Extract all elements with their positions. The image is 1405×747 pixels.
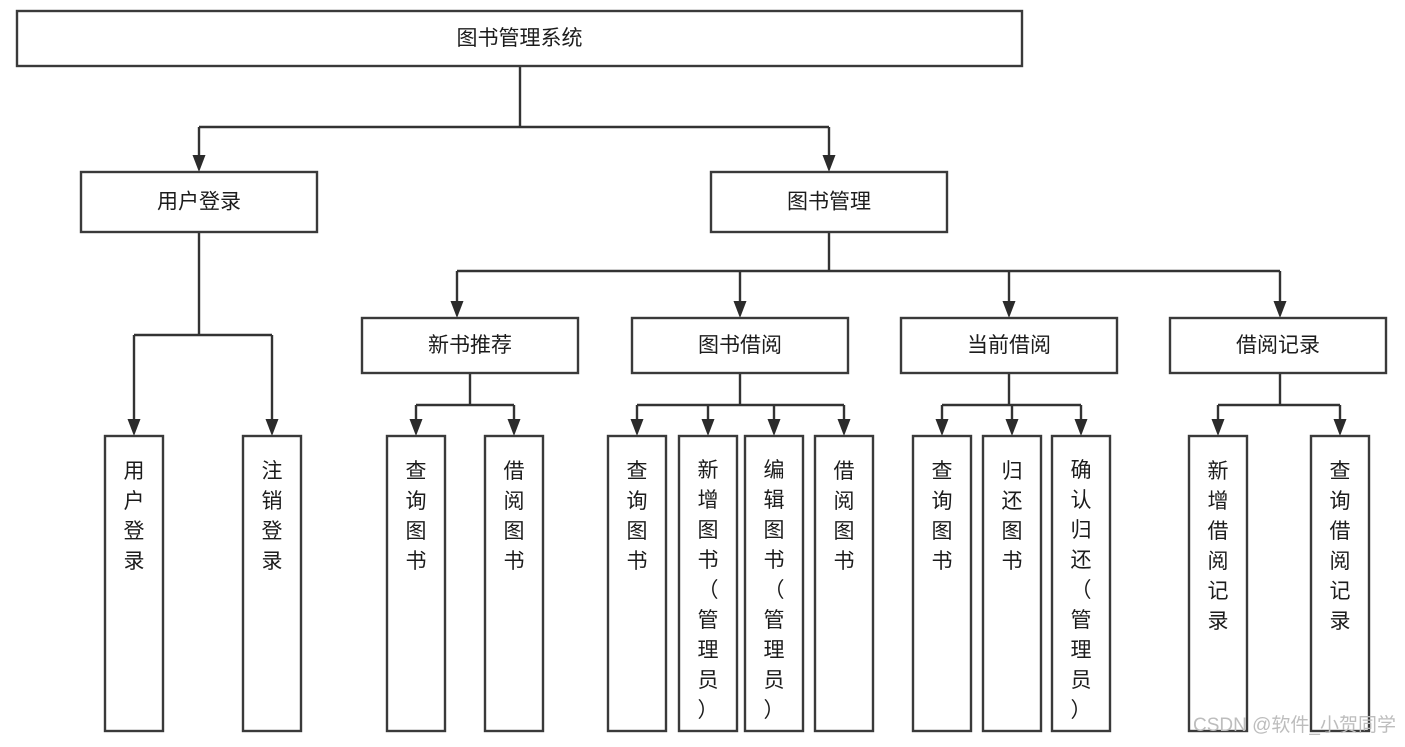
arrowhead-current-to-query [935, 419, 949, 436]
node-box[interactable] [1187, 434, 1249, 733]
node-box[interactable] [385, 434, 447, 733]
arrowhead-borrow-to-add [701, 419, 715, 436]
node-label: 新增图书（管理员） [698, 459, 719, 722]
arrowhead-root-to-user-login [192, 155, 206, 172]
node-label: 编辑图书（管理员） [764, 459, 785, 722]
leaf-node-新增借阅记录[interactable]: 新增借阅记录 [1187, 434, 1249, 733]
node-box[interactable] [241, 434, 303, 733]
leaf-node-编辑图书管理员[interactable]: 编辑图书（管理员） [743, 434, 805, 733]
arrowhead-book-manage-to-new-book [450, 301, 464, 318]
level3-node-借阅记录[interactable]: 借阅记录 [1168, 316, 1388, 375]
node-label: 查询图书 [406, 460, 427, 573]
node-box[interactable] [677, 434, 739, 733]
level2-node-图书管理[interactable]: 图书管理 [709, 170, 949, 234]
node-box[interactable] [899, 316, 1119, 375]
arrowhead-borrow-to-lend [837, 419, 851, 436]
node-label: 查询图书 [932, 460, 953, 573]
node-box[interactable] [743, 434, 805, 733]
level2-node-用户登录[interactable]: 用户登录 [79, 170, 319, 234]
node-box[interactable] [360, 316, 580, 375]
node-label: 图书管理 [787, 191, 871, 214]
level3-node-当前借阅[interactable]: 当前借阅 [899, 316, 1119, 375]
arrowhead-current-to-return [1005, 419, 1019, 436]
leaf-node-借阅图书[interactable]: 借阅图书 [813, 434, 875, 733]
node-box[interactable] [1050, 434, 1112, 733]
node-label: 查询图书 [627, 460, 648, 573]
node-label: 归还图书 [1002, 460, 1023, 573]
edge-layer [127, 66, 1347, 436]
node-label: 借阅记录 [1236, 334, 1320, 357]
leaf-node-新增图书管理员[interactable]: 新增图书（管理员） [677, 434, 739, 733]
node-label: 注销登录 [262, 460, 283, 573]
node-label: 用户登录 [124, 460, 145, 573]
arrowhead-new-book-to-borrow [507, 419, 521, 436]
leaf-node-确认归还管理员[interactable]: 确认归还（管理员） [1050, 434, 1112, 733]
arrowhead-user-login-to-logout [265, 419, 279, 436]
arrowhead-record-to-query [1333, 419, 1347, 436]
node-box[interactable] [103, 434, 165, 733]
leaf-node-归还图书[interactable]: 归还图书 [981, 434, 1043, 733]
arrowhead-borrow-to-query [630, 419, 644, 436]
node-box[interactable] [630, 316, 850, 375]
arrowhead-book-manage-to-borrow [733, 301, 747, 318]
arrowhead-borrow-to-edit [767, 419, 781, 436]
leaf-node-注销登录[interactable]: 注销登录 [241, 434, 303, 733]
node-box[interactable] [15, 9, 1024, 68]
node-label: 用户登录 [157, 191, 241, 214]
node-label: 图书管理系统 [457, 27, 583, 50]
node-label: 新书推荐 [428, 334, 512, 357]
node-box[interactable] [911, 434, 973, 733]
arrowhead-current-to-confirm [1074, 419, 1088, 436]
node-box[interactable] [709, 170, 949, 234]
arrowhead-book-manage-to-current [1002, 301, 1016, 318]
node-box[interactable] [483, 434, 545, 733]
leaf-node-借阅图书[interactable]: 借阅图书 [483, 434, 545, 733]
root-node-图书管理系统[interactable]: 图书管理系统 [15, 9, 1024, 68]
node-label: 当前借阅 [967, 334, 1051, 357]
node-label: 借阅图书 [504, 460, 525, 573]
node-box[interactable] [79, 170, 319, 234]
node-label: 确认归还（管理员） [1071, 459, 1092, 722]
leaf-node-查询图书[interactable]: 查询图书 [385, 434, 447, 733]
node-box[interactable] [1168, 316, 1388, 375]
node-label: 图书借阅 [698, 334, 782, 357]
arrowhead-record-to-add [1211, 419, 1225, 436]
node-layer: 图书管理系统用户登录图书管理新书推荐图书借阅当前借阅借阅记录用户登录注销登录查询… [15, 9, 1388, 733]
leaf-node-用户登录[interactable]: 用户登录 [103, 434, 165, 733]
arrowhead-book-manage-to-record [1273, 301, 1287, 318]
csdn-watermark: CSDN @软件_小贺同学 [1193, 714, 1396, 736]
node-box[interactable] [606, 434, 668, 733]
leaf-node-查询借阅记录[interactable]: 查询借阅记录 [1309, 434, 1371, 733]
node-label: 借阅图书 [834, 460, 855, 573]
node-box[interactable] [981, 434, 1043, 733]
node-box[interactable] [813, 434, 875, 733]
arrowhead-user-login-to-login [127, 419, 141, 436]
leaf-node-查询图书[interactable]: 查询图书 [606, 434, 668, 733]
node-label: 查询借阅记录 [1330, 460, 1351, 633]
arrowhead-root-to-book-manage [822, 155, 836, 172]
arrowhead-new-book-to-query [409, 419, 423, 436]
node-label: 新增借阅记录 [1208, 460, 1229, 633]
leaf-node-查询图书[interactable]: 查询图书 [911, 434, 973, 733]
level3-node-新书推荐[interactable]: 新书推荐 [360, 316, 580, 375]
node-box[interactable] [1309, 434, 1371, 733]
level3-node-图书借阅[interactable]: 图书借阅 [630, 316, 850, 375]
